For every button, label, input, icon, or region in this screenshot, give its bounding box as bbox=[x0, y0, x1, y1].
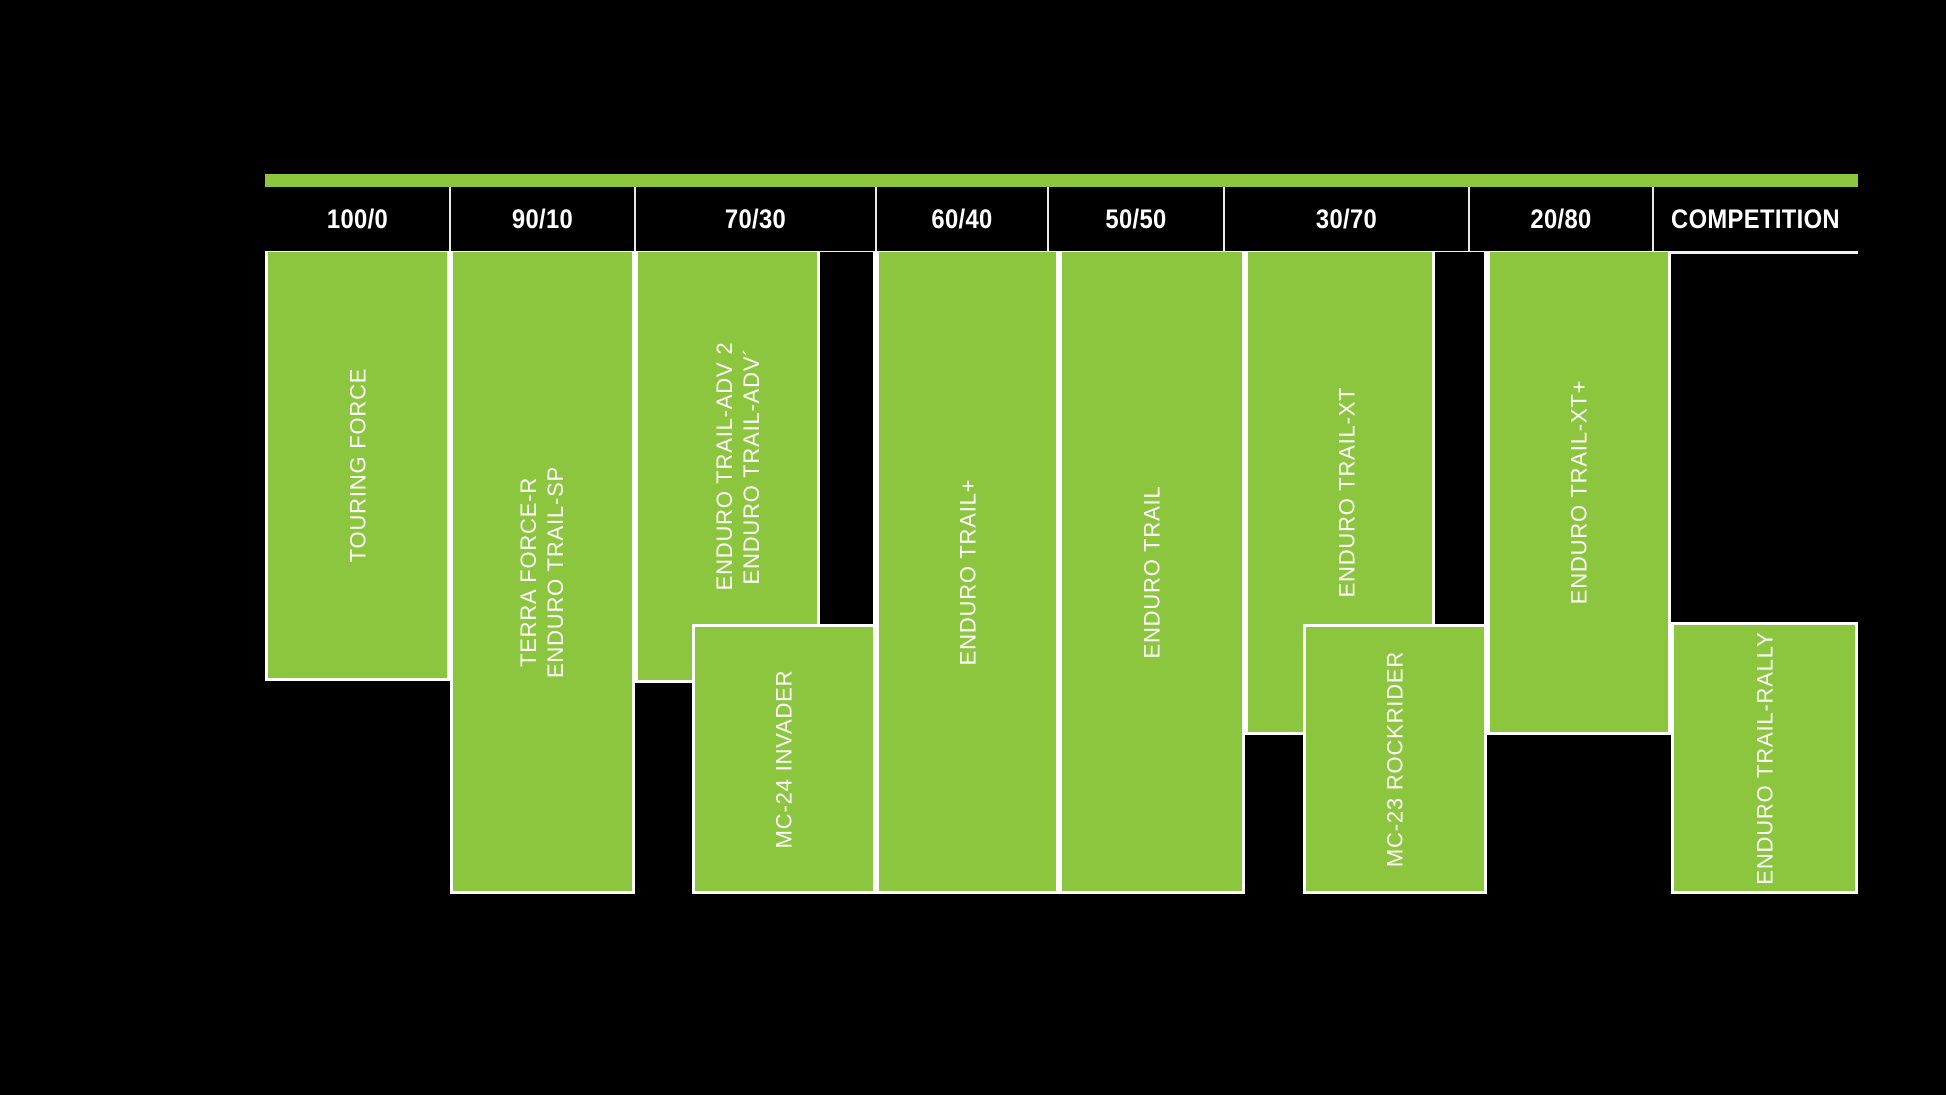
bar-label-line: ENDURO TRAIL-ADV´ bbox=[739, 347, 765, 585]
bar-enduro-trail-plus[interactable]: ENDURO TRAIL+ bbox=[876, 252, 1059, 894]
bar-enduro-trail-xt-plus[interactable]: ENDURO TRAIL-XT+ bbox=[1487, 252, 1671, 735]
header-label: 90/10 bbox=[511, 204, 574, 234]
bar-label-enduro-trail-xt-plus: ENDURO TRAIL-XT+ bbox=[1566, 379, 1592, 605]
header-label: 50/50 bbox=[1105, 204, 1167, 234]
header-label: 70/30 bbox=[724, 204, 787, 234]
bar-touring-force[interactable]: TOURING FORCE bbox=[265, 252, 450, 681]
header-cell-60-40[interactable]: 60/40 bbox=[886, 187, 1038, 252]
header-divider bbox=[875, 187, 877, 252]
bar-terra-force-r-enduro-trail-sp[interactable]: TERRA FORCE-R ENDURO TRAIL-SP bbox=[450, 252, 635, 894]
header-divider bbox=[449, 187, 451, 252]
header-cell-50-50[interactable]: 50/50 bbox=[1058, 187, 1214, 252]
bar-enduro-trail-rally[interactable]: ENDURO TRAIL-RALLY bbox=[1671, 622, 1858, 894]
bar-label-enduro-trail-adv: ENDURO TRAIL-ADV 2 ENDURO TRAIL-ADV´ bbox=[712, 342, 766, 591]
header-divider bbox=[1223, 187, 1225, 252]
bar-label-touring-force: TOURING FORCE bbox=[344, 367, 370, 563]
header-label: 30/70 bbox=[1315, 204, 1378, 234]
notch-30-70 bbox=[1432, 252, 1487, 630]
bar-label-enduro-trail: ENDURO TRAIL bbox=[1139, 485, 1165, 658]
header-label: COMPETITION bbox=[1671, 204, 1840, 234]
bar-enduro-trail[interactable]: ENDURO TRAIL bbox=[1059, 252, 1245, 894]
header-label: 20/80 bbox=[1530, 204, 1592, 234]
header-row: 100/0 90/10 70/30 60/40 50/50 30/70 20/8… bbox=[265, 187, 1858, 252]
header-divider bbox=[1652, 187, 1654, 252]
bar-label-mc23-rockrider: MC-23 ROCKRIDER bbox=[1382, 650, 1408, 868]
bar-mc24-invader[interactable]: MC-24 INVADER bbox=[692, 624, 876, 894]
bar-label-mc24-invader: MC-24 INVADER bbox=[771, 669, 797, 849]
bar-label-enduro-trail-plus: ENDURO TRAIL+ bbox=[954, 478, 980, 665]
header-cell-70-30[interactable]: 70/30 bbox=[649, 187, 862, 252]
header-label: 60/40 bbox=[931, 204, 993, 234]
bar-label-enduro-trail-rally: ENDURO TRAIL-RALLY bbox=[1751, 631, 1777, 885]
header-label: 100/0 bbox=[326, 204, 389, 234]
header-cell-90-10[interactable]: 90/10 bbox=[461, 187, 624, 252]
bar-label-terra-force-r-enduro-trail-sp: TERRA FORCE-R ENDURO TRAIL-SP bbox=[516, 465, 570, 677]
header-cell-20-80[interactable]: 20/80 bbox=[1480, 187, 1642, 252]
header-divider bbox=[1047, 187, 1049, 252]
header-divider bbox=[1468, 187, 1470, 252]
bar-label-line: ENDURO TRAIL-ADV 2 bbox=[712, 341, 738, 591]
top-accent-strip bbox=[265, 174, 1858, 187]
header-cell-competition[interactable]: COMPETITION bbox=[1665, 187, 1846, 252]
bar-mc23-rockrider[interactable]: MC-23 ROCKRIDER bbox=[1303, 624, 1487, 894]
bar-label-enduro-trail-xt: ENDURO TRAIL-XT bbox=[1334, 386, 1360, 598]
header-cell-30-70[interactable]: 30/70 bbox=[1238, 187, 1455, 252]
notch-70-30 bbox=[817, 252, 876, 633]
header-divider bbox=[634, 187, 636, 252]
bar-label-line: ENDURO TRAIL-SP bbox=[542, 465, 568, 678]
bar-label-line: TERRA FORCE-R bbox=[515, 476, 541, 667]
header-cell-100-0[interactable]: 100/0 bbox=[276, 187, 439, 252]
